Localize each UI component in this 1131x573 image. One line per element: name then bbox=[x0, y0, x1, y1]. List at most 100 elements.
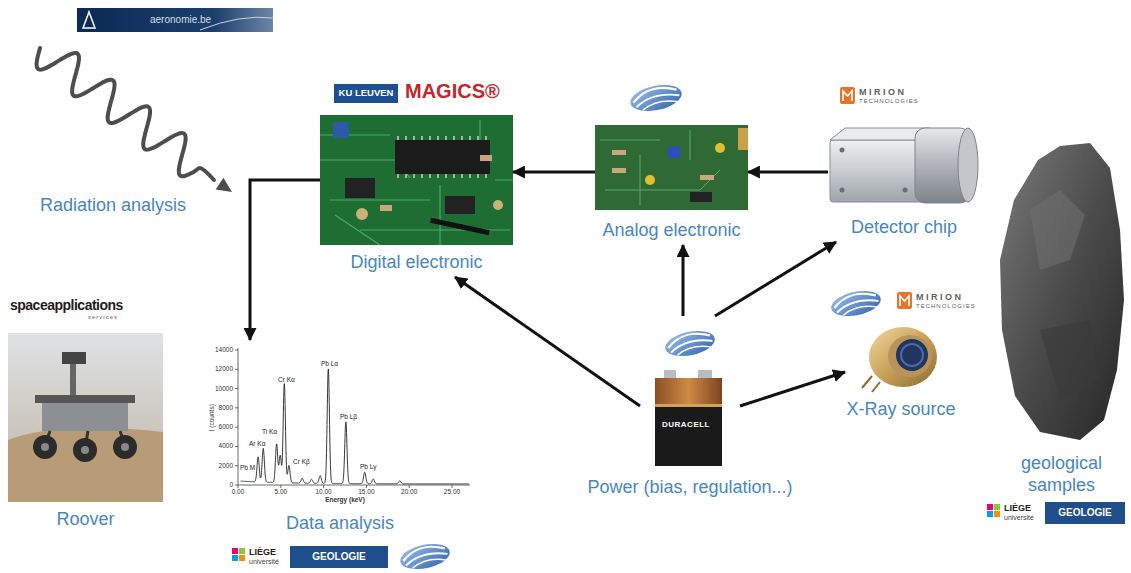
connector-arrow bbox=[740, 372, 845, 406]
connector-arrow bbox=[513, 171, 595, 174]
battery-photo bbox=[664, 370, 676, 379]
detector-photo bbox=[840, 188, 845, 193]
axis-tick-label: 25.00 bbox=[437, 488, 467, 495]
aeronomie-logo bbox=[83, 12, 95, 28]
node-caption: Data analysis bbox=[286, 512, 394, 534]
spectrum-chart bbox=[205, 340, 475, 506]
rover-photo bbox=[42, 403, 128, 431]
photo-node: Analog electronic bbox=[595, 125, 748, 245]
logo-text: TECHNOLOGIES bbox=[859, 98, 919, 105]
logo-text: KU LEUVEN bbox=[334, 88, 398, 99]
rover-photo bbox=[8, 333, 163, 502]
connector-arrow bbox=[748, 171, 828, 174]
photo-node: X-Ray source bbox=[845, 322, 957, 424]
digital-board-photo bbox=[430, 218, 490, 235]
axis-tick bbox=[235, 388, 238, 389]
logo-text: MIRION bbox=[916, 292, 964, 302]
digital-board-photo bbox=[320, 115, 513, 245]
peak-label: Pb M bbox=[239, 464, 256, 471]
rover-photo bbox=[81, 446, 89, 454]
x-ray-source-photo bbox=[862, 376, 880, 392]
axis-tick bbox=[235, 465, 238, 466]
mirion-logo-icon bbox=[840, 87, 855, 104]
rover-photo bbox=[113, 435, 137, 459]
peak-label: Pb Lα bbox=[320, 360, 339, 367]
mirion-logo-icon bbox=[843, 91, 852, 101]
csl-logo bbox=[398, 540, 452, 573]
rock-photo bbox=[1000, 143, 1124, 440]
battery-photo bbox=[698, 370, 712, 379]
analog-board-photo bbox=[700, 175, 714, 180]
photo-node: geological samples bbox=[998, 142, 1125, 500]
axis-tick bbox=[235, 407, 238, 408]
axis-tick-label: 4000 bbox=[205, 442, 233, 449]
digital-board-photo bbox=[398, 136, 486, 178]
rover-photo bbox=[35, 395, 135, 403]
liege-logo bbox=[987, 504, 993, 510]
logo-text: GEOLOGIE bbox=[290, 551, 388, 563]
digital-board-photo bbox=[445, 196, 475, 214]
rover-photo bbox=[62, 352, 86, 364]
axis-tick-label: 10000 bbox=[205, 385, 233, 392]
photo-node: Detector chip bbox=[828, 118, 980, 242]
liege-logo bbox=[1045, 502, 1125, 524]
mirion-logo-icon bbox=[897, 292, 912, 309]
axis-tick-label: 5.00 bbox=[266, 488, 296, 495]
x-ray-source-photo bbox=[888, 335, 932, 377]
spectrum-chart bbox=[205, 340, 475, 506]
photo-node: Roover bbox=[8, 333, 163, 534]
analog-board-photo bbox=[690, 192, 712, 202]
axis-title: I (counts) bbox=[208, 393, 215, 443]
ku-leuven-logo bbox=[334, 84, 398, 103]
axis-tick-label: 20.00 bbox=[394, 488, 424, 495]
axis-tick bbox=[238, 485, 239, 488]
detector-photo bbox=[840, 148, 845, 153]
digital-board-photo bbox=[356, 208, 368, 220]
logo-text: GEOLOGIE bbox=[1045, 507, 1125, 519]
peak-label: Ar Kα bbox=[248, 440, 266, 447]
peak-label: Pb Lγ bbox=[359, 463, 378, 470]
annotation-label: Radiation analysis bbox=[40, 194, 186, 216]
liege-logo bbox=[239, 555, 245, 561]
digital-board-photo bbox=[333, 122, 349, 138]
mirion-logo-icon bbox=[900, 296, 909, 306]
x-axis bbox=[238, 485, 470, 486]
axis-tick bbox=[323, 485, 324, 488]
analog-board-photo bbox=[600, 130, 720, 205]
analog-board-photo bbox=[645, 175, 655, 185]
axis-tick bbox=[235, 369, 238, 370]
detector-photo bbox=[958, 128, 978, 202]
rover-photo bbox=[41, 443, 49, 451]
liege-logo bbox=[290, 546, 388, 568]
analog-board-photo bbox=[668, 146, 680, 158]
rover-photo bbox=[121, 443, 129, 451]
axis-tick bbox=[235, 485, 238, 486]
axis-tick-label: 15.00 bbox=[351, 488, 381, 495]
logo-text: université bbox=[1004, 514, 1034, 522]
logo-text: services bbox=[88, 314, 118, 321]
wave-line bbox=[37, 48, 214, 180]
ku-leuven-logo bbox=[334, 84, 398, 103]
csl-logo bbox=[628, 81, 684, 116]
analog-board-photo bbox=[595, 125, 748, 210]
peak-label: Cr Kβ bbox=[292, 458, 311, 465]
photo-node: Digital electronic bbox=[320, 115, 513, 277]
battery-photo bbox=[655, 404, 722, 407]
axis-tick-label: 10.00 bbox=[309, 488, 339, 495]
detector-photo bbox=[903, 188, 908, 193]
logo-text: spaceapplications bbox=[10, 297, 123, 313]
logo-text: MAGICS® bbox=[405, 80, 500, 103]
peak-label: Cr Kα bbox=[277, 376, 296, 383]
digital-board-photo bbox=[320, 120, 513, 245]
liege-logo bbox=[232, 502, 1125, 568]
detector-photo bbox=[830, 128, 978, 203]
axis-tick bbox=[366, 485, 367, 488]
axis-tick bbox=[409, 485, 410, 488]
wave-arrowhead bbox=[216, 178, 232, 192]
digital-board-photo bbox=[345, 178, 375, 198]
radiation-wave-arrow bbox=[37, 48, 232, 192]
chart-node: Data analysis bbox=[205, 340, 475, 538]
x-ray-source-photo bbox=[869, 327, 937, 387]
node-caption: Detector chip bbox=[851, 216, 957, 238]
